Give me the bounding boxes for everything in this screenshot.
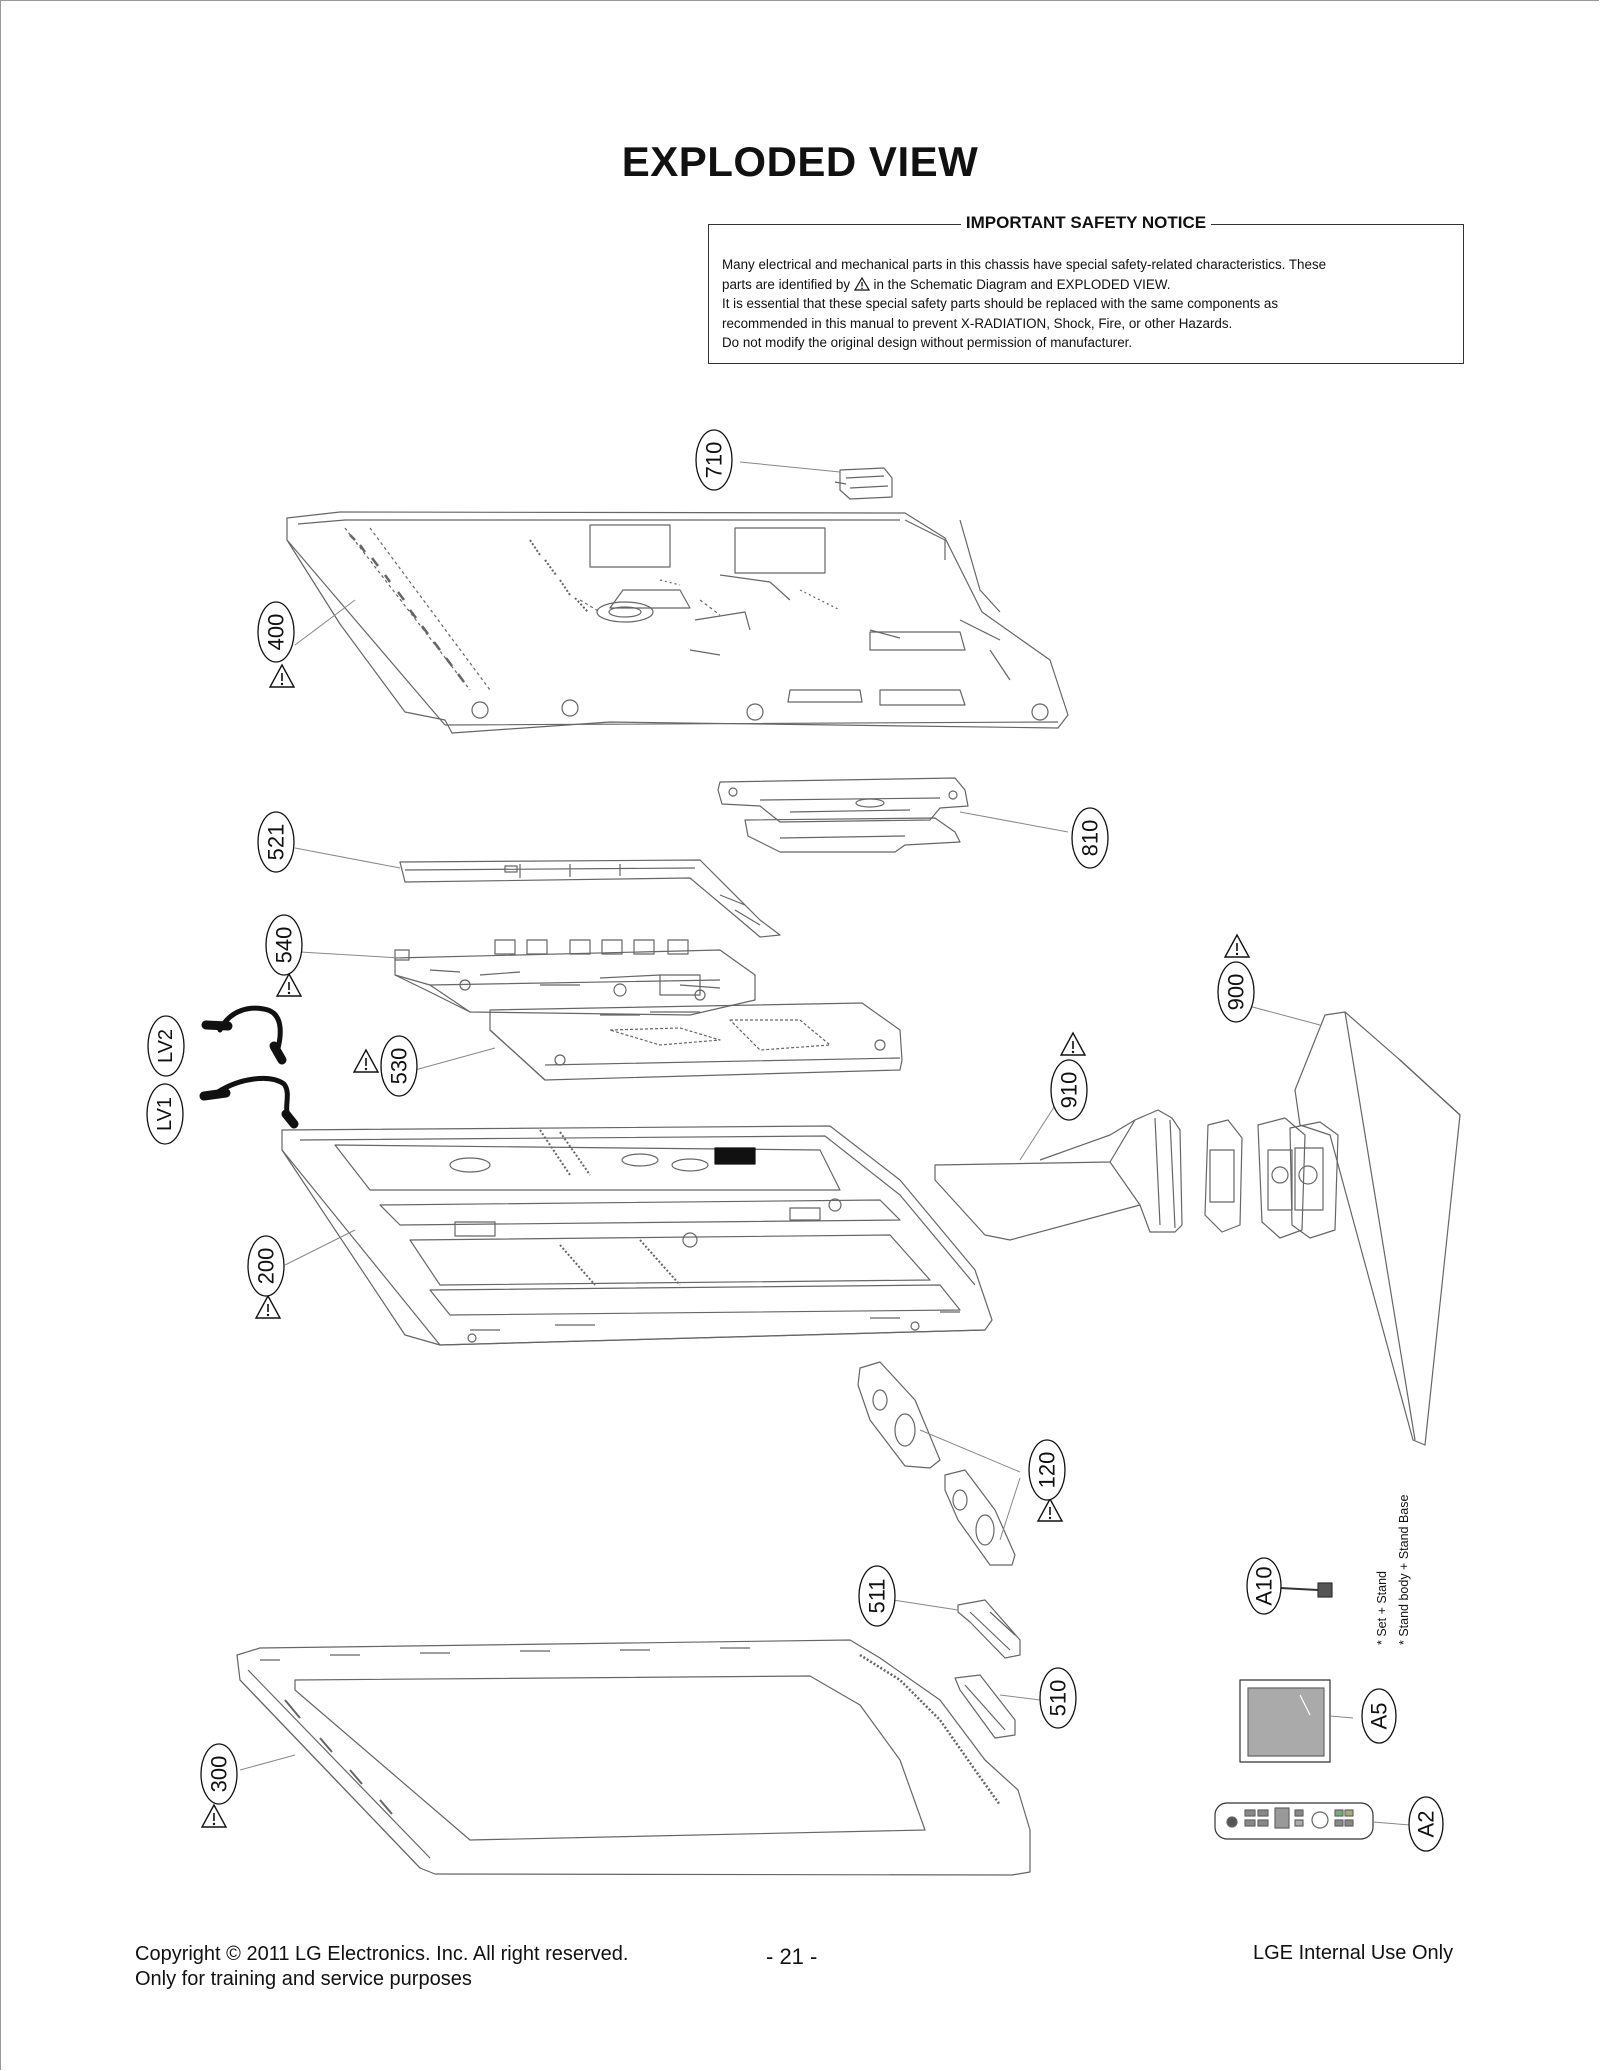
part-400-back-cover [286,511,1069,734]
callout-label-910: 910 [1057,1072,1082,1109]
callout-label-400: 400 [264,614,289,651]
callout-label-a5: A5 [1367,1703,1392,1730]
part-stand-plates [1204,1117,1306,1239]
callout-710: 710 [695,429,733,491]
callout-label-lv1: LV1 [154,1097,176,1131]
footer-purpose: Only for training and service purposes [135,1968,472,1990]
callout-511: 511 [858,1565,896,1627]
part-530-power-board [489,1002,903,1081]
callout-a10: A10 [1246,1557,1282,1615]
safety-notice-heading: IMPORTANT SAFETY NOTICE [960,213,1212,232]
part-200-chassis-frame [281,1125,993,1346]
part-300-front-bezel [236,1639,1031,1876]
part-a2-remote [1214,1802,1374,1840]
warning-triangle-icon-900 [1224,934,1250,958]
callout-label-521: 521 [264,824,289,861]
callout-810: 810 [1071,807,1109,869]
notice-line-2: parts are identified by in the Schematic… [722,275,1450,295]
callout-label-710: 710 [702,442,727,479]
callout-label-810: 810 [1078,820,1103,857]
part-a5-manual [1239,1679,1331,1763]
callout-label-530: 530 [387,1048,412,1085]
warning-triangle-icon-400 [269,664,295,688]
callout-300: 300 [200,1743,238,1805]
part-521-board [399,859,781,938]
warning-triangle-icon-910 [1060,1032,1086,1056]
callout-910: 910 [1050,1059,1088,1121]
part-510-board [954,1674,1016,1739]
safety-notice-box: IMPORTANT SAFETY NOTICE Many electrical … [708,213,1464,364]
callout-label-510: 510 [1046,1680,1071,1717]
warning-triangle-icon [853,276,870,291]
callout-lv1: LV1 [146,1083,184,1145]
callout-510: 510 [1039,1667,1077,1729]
notice-line-1: Many electrical and mechanical parts in … [722,257,1327,272]
leader-lines [239,461,1411,1826]
part-710-bracket [834,467,893,500]
callout-label-900: 900 [1224,974,1249,1011]
callout-label-lv2: LV2 [155,1029,177,1063]
callout-label-a2: A2 [1414,1811,1439,1838]
part-910-stand-neck [934,1109,1183,1241]
stand-note-1: * Set + Stand [1375,1571,1389,1645]
notice-line-2b: in the Schematic Diagram and EXPLODED VI… [873,276,1171,292]
part-a10-screw [1279,1582,1333,1598]
footer-copyright: Copyright © 2011 LG Electronics. Inc. Al… [135,1943,629,1965]
notice-line-4: recommended in this manual to prevent X-… [722,315,1233,331]
warning-triangle-icon-530 [353,1049,379,1073]
part-lv1-cable [199,1076,299,1129]
callout-label-200: 200 [254,1248,279,1285]
warning-triangle-icon-540 [276,973,302,997]
callout-200: 200 [247,1235,285,1297]
page-number: - 21 - [766,1944,818,1969]
safety-notice-text: Many electrical and mechanical parts in … [722,255,1450,353]
part-511-board [957,1599,1021,1659]
callout-label-120: 120 [1035,1452,1060,1489]
part-lv2-cable [201,1005,287,1065]
part-120-speakers [857,1361,1016,1566]
part-810-bracket [717,777,969,853]
warning-triangle-icon-120 [1037,1498,1063,1522]
callout-label-a10: A10 [1252,1566,1277,1605]
callout-label-540: 540 [272,927,297,964]
callout-540: 540 [265,914,303,976]
footer-internal-use: LGE Internal Use Only [1253,1942,1454,1964]
callout-label-511: 511 [865,1578,890,1613]
part-540-main-board [394,939,756,1016]
stand-note-2: * Stand body + Stand Base [1397,1494,1411,1645]
callout-530: 530 [380,1035,418,1097]
callout-a2: A2 [1408,1796,1444,1852]
callout-900: 900 [1217,961,1255,1023]
callout-lv2: LV2 [147,1015,185,1077]
callout-a5: A5 [1361,1688,1397,1744]
notice-line-3: It is essential that these special safet… [722,296,1279,312]
callout-120: 120 [1028,1439,1066,1501]
part-900-stand [1289,1011,1461,1446]
footer-left: Copyright © 2011 LG Electronics. Inc. Al… [135,1942,628,1992]
callout-label-300: 300 [207,1756,232,1793]
warning-triangle-icon-300 [201,1804,227,1828]
callout-400: 400 [257,601,295,663]
notice-line-5: Do not modify the original design withou… [722,335,1133,351]
notice-line-2a: parts are identified by [722,276,851,292]
page-title: EXPLODED VIEW [621,138,979,185]
callout-521: 521 [257,811,295,873]
safety-notice-heading-wrap: IMPORTANT SAFETY NOTICE [709,213,1463,233]
warning-triangle-icon-200 [255,1295,281,1319]
